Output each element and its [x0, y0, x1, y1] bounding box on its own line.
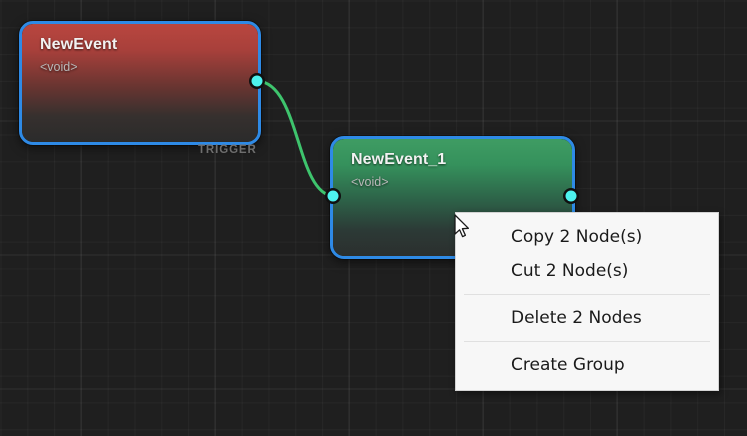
node-newevent-1-subtitle: <void> [351, 175, 389, 189]
node-newevent-1-title: NewEvent_1 [351, 151, 447, 168]
node-newevent[interactable]: NewEvent <void> [19, 21, 261, 145]
context-menu[interactable]: Copy 2 Node(s) Cut 2 Node(s) Delete 2 No… [455, 212, 719, 391]
menu-item-delete-nodes[interactable]: Delete 2 Nodes [511, 308, 642, 328]
menu-separator-1 [464, 294, 710, 295]
menu-item-copy-nodes[interactable]: Copy 2 Node(s) [511, 227, 643, 247]
node-newevent-body [22, 24, 258, 142]
node-newevent-title: NewEvent [40, 36, 118, 53]
menu-item-create-group[interactable]: Create Group [511, 355, 625, 375]
menu-item-cut-nodes[interactable]: Cut 2 Node(s) [511, 261, 629, 281]
menu-separator-2 [464, 341, 710, 342]
pin-label-trigger: TRIGGER [198, 144, 257, 156]
node-newevent-subtitle: <void> [40, 60, 78, 74]
